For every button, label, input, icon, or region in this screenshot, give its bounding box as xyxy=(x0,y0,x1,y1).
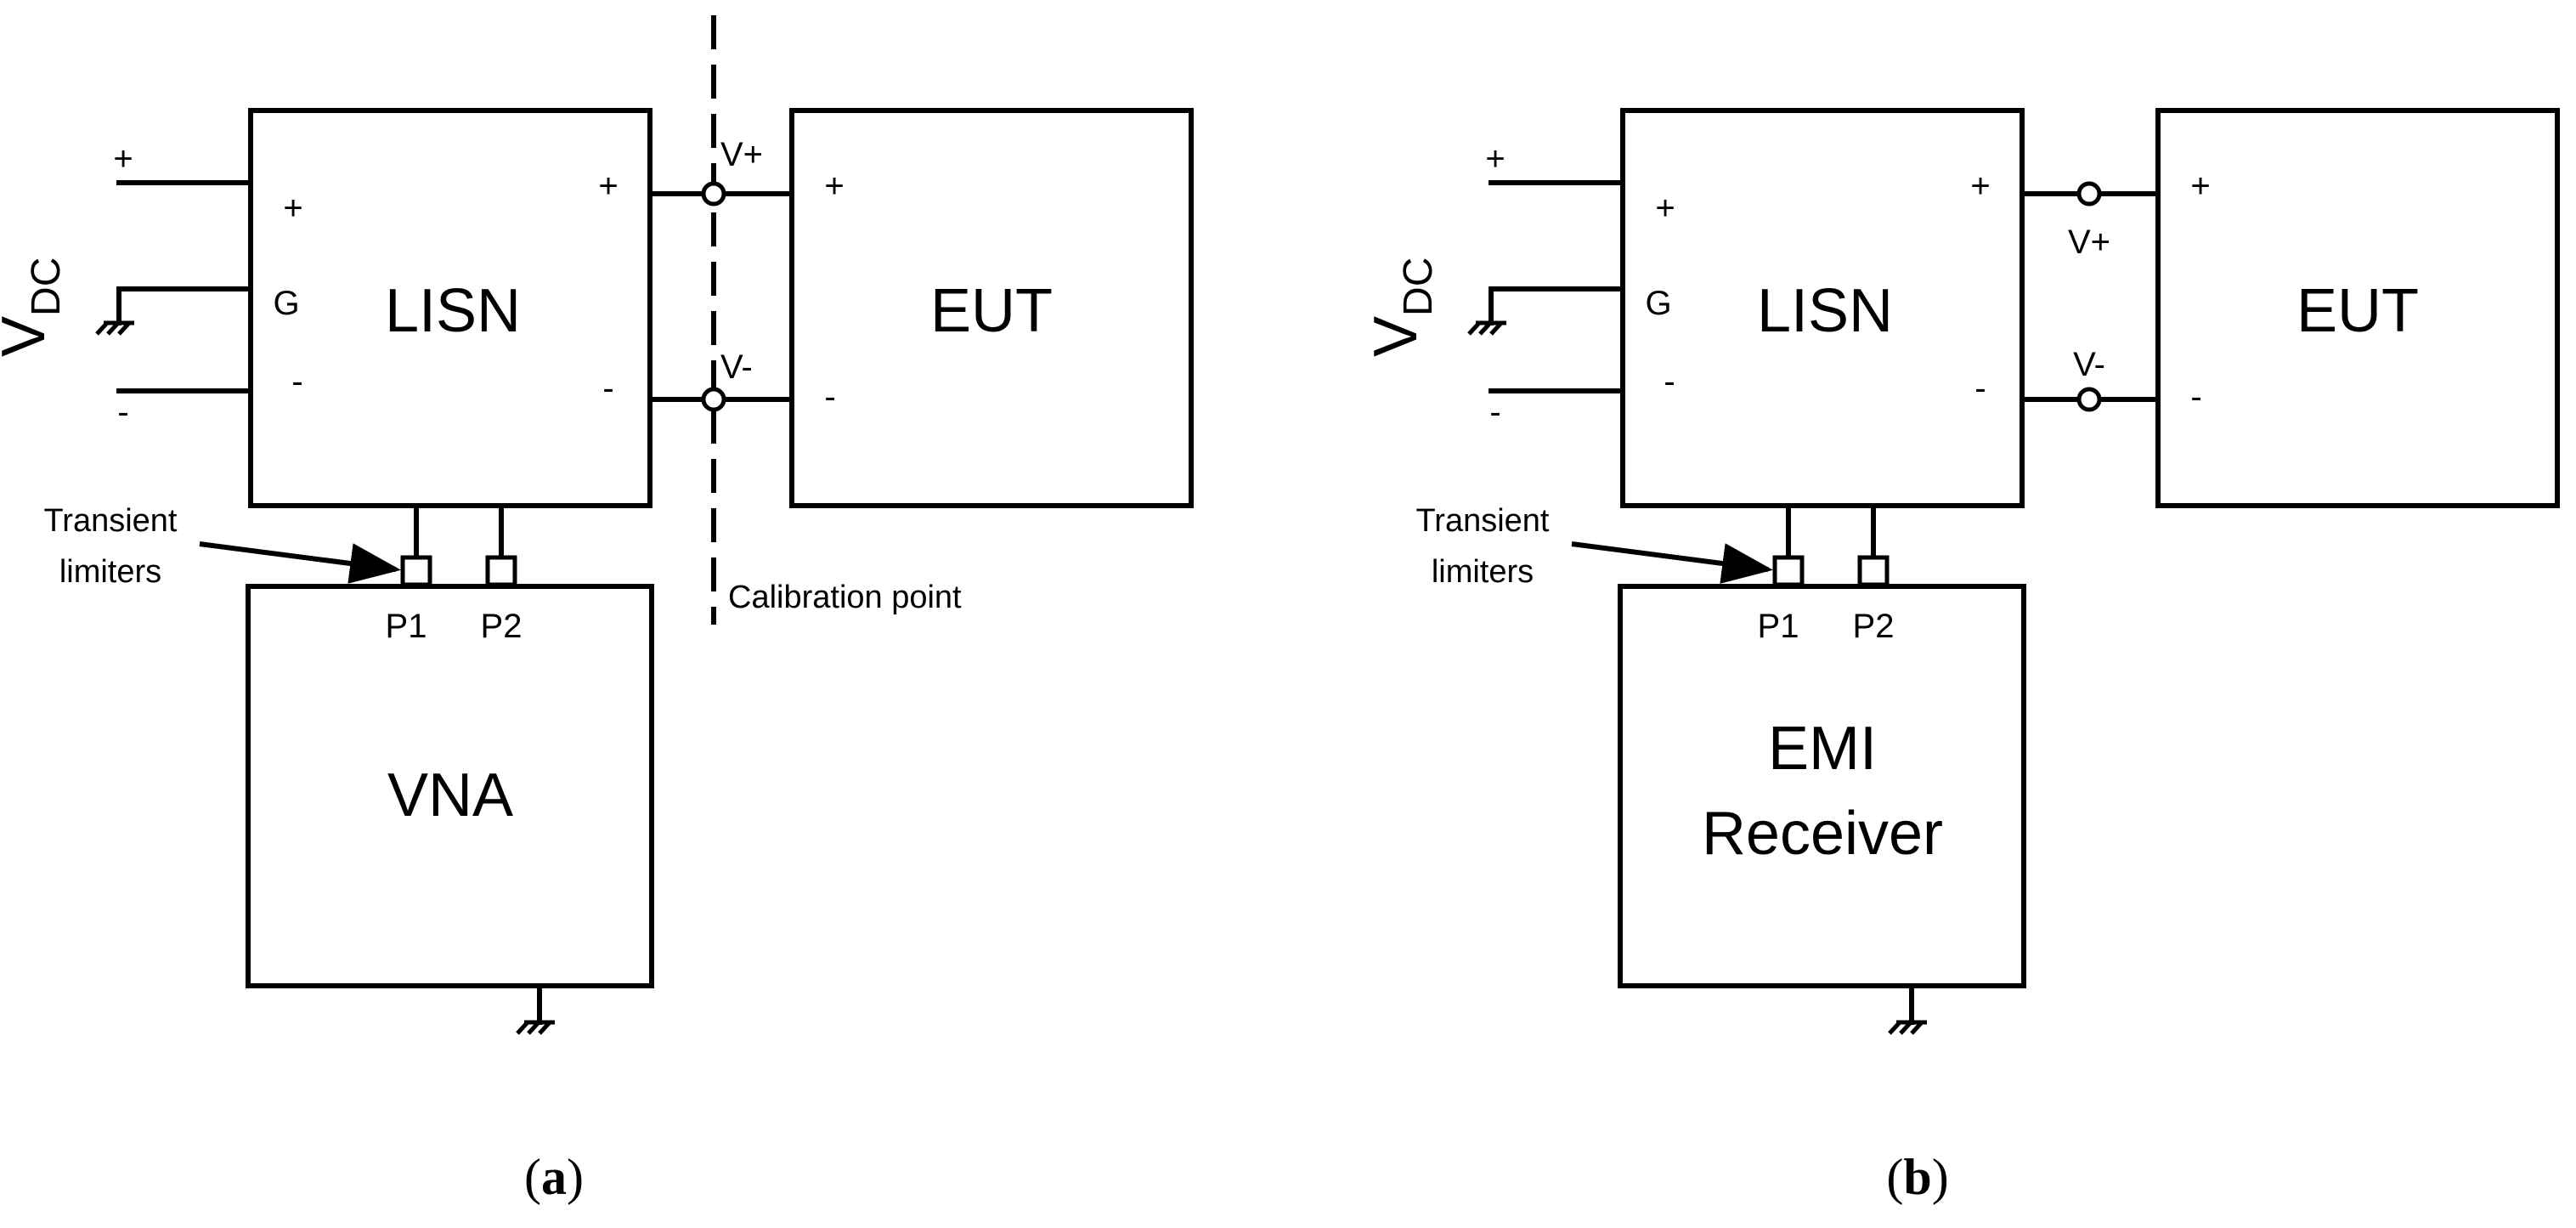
calibration-label: Calibration point xyxy=(728,580,962,615)
lisn-in-plus: + xyxy=(283,190,302,227)
lisn-block xyxy=(1620,108,2025,508)
node-plus-label: V+ xyxy=(720,136,763,173)
limiter-p2 xyxy=(1857,555,1890,587)
port1-label: P1 xyxy=(1758,608,1799,645)
instrument-label-line: EMI xyxy=(1768,715,1877,783)
panel-b: LISN EUT EMI Receiver + - VDC + G - + - + - V+ V- P1 P2 Tr… xyxy=(1362,108,2560,1205)
lisn-in-ground: G xyxy=(1645,285,1671,322)
node-minus xyxy=(701,387,726,412)
source-plus-sign: + xyxy=(1485,140,1505,178)
lisn-out-minus: - xyxy=(1974,370,1986,407)
limiter-label-line: Transient xyxy=(1416,503,1550,539)
node-minus-label: V- xyxy=(720,348,753,386)
ground-icon xyxy=(1888,1020,1927,1035)
caption-letter: b xyxy=(1903,1149,1931,1205)
lisn-label: LISN xyxy=(1757,277,1893,345)
lisn-out-plus: + xyxy=(1970,167,1990,205)
limiter-p2 xyxy=(485,555,517,587)
eut-block xyxy=(2155,108,2560,508)
panel-caption: (a) xyxy=(524,1149,584,1205)
limiter-label-line: limiters xyxy=(1432,554,1534,590)
limiter-arrow xyxy=(1571,541,1773,584)
ground-icon xyxy=(1467,320,1506,336)
lisn-out-minus: - xyxy=(602,370,613,407)
vdc-label: VDC xyxy=(1362,257,1441,357)
lisn-label: LISN xyxy=(385,277,521,345)
lisn-in-minus: - xyxy=(291,363,302,400)
caption-letter: a xyxy=(541,1149,567,1205)
eut-label: EUT xyxy=(930,277,1053,345)
eut-block xyxy=(789,108,1194,508)
source-minus-sign: - xyxy=(117,393,128,431)
vdc-label: VDC xyxy=(0,257,69,357)
caption-close: ) xyxy=(1932,1149,1949,1205)
source-plus-sign: + xyxy=(113,140,133,178)
limiter-p1 xyxy=(1772,555,1805,587)
ground-icon xyxy=(95,320,134,336)
instrument-label: VNA xyxy=(387,761,513,829)
node-plus xyxy=(2076,181,2102,207)
vdc-text: VDC xyxy=(0,257,69,357)
port2-label: P2 xyxy=(1853,608,1895,645)
instrument-block xyxy=(246,584,654,988)
ground-icon xyxy=(516,1020,555,1035)
instrument-label-line: Receiver xyxy=(1702,800,1943,868)
caption-open: ( xyxy=(524,1149,541,1205)
limiter-p1 xyxy=(400,555,432,587)
port2-label: P2 xyxy=(481,608,523,645)
eut-plus: + xyxy=(2190,167,2210,205)
node-minus xyxy=(2076,387,2102,412)
port1-label: P1 xyxy=(386,608,427,645)
eut-plus: + xyxy=(824,167,844,205)
eut-minus: - xyxy=(824,378,835,416)
limiter-arrow xyxy=(199,541,401,584)
source-minus-sign: - xyxy=(1489,393,1500,431)
vdc-main: V xyxy=(0,316,58,357)
vdc-main: V xyxy=(1362,316,1430,357)
node-plus xyxy=(701,181,726,207)
panel-caption: (b) xyxy=(1886,1149,1948,1205)
vdc-subscript: DC xyxy=(24,257,69,316)
node-plus-label: V+ xyxy=(2068,224,2110,261)
lisn-in-plus: + xyxy=(1655,190,1675,227)
panel-a: LISN EUT VNA + - VDC + G - + - + - Calibration point V… xyxy=(0,15,1194,1205)
vdc-subscript: DC xyxy=(1396,257,1441,316)
lisn-block xyxy=(248,108,652,508)
limiter-label-line: limiters xyxy=(59,554,161,590)
limiter-label-line: Transient xyxy=(44,503,178,539)
instrument-block xyxy=(1618,584,2026,988)
lisn-out-plus: + xyxy=(598,167,618,205)
node-minus-label: V- xyxy=(2073,346,2105,383)
caption-open: ( xyxy=(1886,1149,1903,1205)
vdc-text: VDC xyxy=(1362,257,1441,357)
lisn-in-minus: - xyxy=(1664,363,1675,400)
eut-label: EUT xyxy=(2296,277,2419,345)
caption-close: ) xyxy=(567,1149,584,1205)
eut-minus: - xyxy=(2190,378,2201,416)
lisn-in-ground: G xyxy=(273,285,299,322)
